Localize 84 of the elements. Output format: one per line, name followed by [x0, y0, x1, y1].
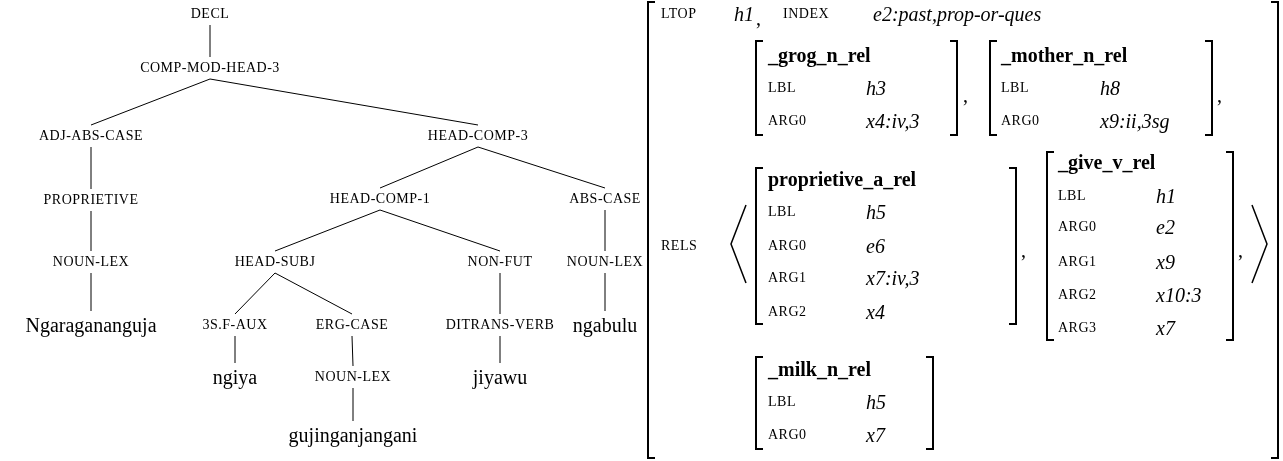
tree-branch — [274, 209, 381, 252]
feature-name: ARG1 — [1058, 255, 1097, 269]
category-label: NON-FUT — [467, 255, 533, 269]
tree-branch — [90, 272, 92, 312]
tree-branch — [234, 272, 276, 315]
word-label: ngabulu — [572, 315, 638, 335]
feature-value: x9:ii,3sg — [1100, 111, 1170, 131]
comma: , — [1238, 240, 1243, 260]
tree-branch — [209, 78, 479, 126]
category-label: HEAD-SUBJ — [234, 255, 316, 269]
feature-value: x7 — [1156, 318, 1175, 338]
feature-name: ARG0 — [768, 428, 807, 442]
tree-branch — [604, 272, 606, 312]
feature-name: ARG0 — [768, 114, 807, 128]
category-label: ABS-CASE — [569, 192, 641, 206]
feature-value: x4:iv,3 — [866, 111, 920, 131]
comma: , — [1021, 240, 1026, 260]
feature-name: ARG2 — [1058, 288, 1097, 302]
category-label: COMP-MOD-HEAD-3 — [140, 61, 280, 75]
feature-name: LBL — [768, 395, 796, 409]
feature-name: ARG0 — [1058, 220, 1097, 234]
feature-value: h5 — [866, 392, 886, 412]
comma: , — [963, 85, 968, 105]
relation-name: proprietive_a_rel — [768, 169, 917, 189]
tree-branch — [234, 335, 236, 364]
tree-branch — [209, 24, 211, 58]
feature-value: e2:past,prop-or-ques — [873, 4, 1042, 24]
tree-branch — [379, 209, 501, 252]
category-label: NOUN-LEX — [566, 255, 644, 269]
feature-name: ARG2 — [768, 305, 807, 319]
category-label: DECL — [190, 7, 230, 21]
tree-branch — [604, 209, 606, 252]
feature-value: h5 — [866, 202, 886, 222]
word-label: Ngaragananguja — [25, 315, 157, 335]
tree-branch — [351, 335, 354, 367]
relation-name: _milk_n_rel — [768, 359, 871, 379]
category-label: NOUN-LEX — [314, 370, 392, 384]
category-label: PROPRIETIVE — [43, 193, 139, 207]
tree-branch — [499, 272, 501, 315]
tree-branch — [477, 146, 606, 189]
tree-branch — [499, 335, 501, 364]
relation-name: _grog_n_rel — [768, 45, 871, 65]
feature-value: e6 — [866, 236, 885, 256]
feature-name: LTOP — [661, 7, 697, 21]
word-label: ngiya — [212, 367, 258, 387]
feature-name: ARG3 — [1058, 321, 1097, 335]
category-label: ERG-CASE — [315, 318, 389, 332]
comma: , — [756, 8, 761, 28]
tree-branch — [90, 210, 92, 252]
category-label: DITRANS-VERB — [445, 318, 555, 332]
tree-branch — [90, 146, 92, 190]
comma: , — [1217, 85, 1222, 105]
feature-name: INDEX — [783, 7, 830, 21]
category-label: ADJ-ABS-CASE — [39, 129, 143, 143]
feature-value: h1 — [1156, 186, 1176, 206]
feature-name: ARG0 — [768, 239, 807, 253]
feature-name: LBL — [1058, 189, 1086, 203]
feature-value: x10:3 — [1156, 285, 1202, 305]
word-label: gujinganjangani — [288, 425, 418, 445]
category-label: HEAD-COMP-1 — [329, 192, 431, 206]
feature-name: RELS — [661, 239, 698, 253]
tree-branch — [90, 78, 211, 126]
feature-value: x9 — [1156, 252, 1175, 272]
feature-name: ARG0 — [1001, 114, 1040, 128]
category-label: HEAD-COMP-3 — [427, 129, 529, 143]
feature-name: LBL — [1001, 81, 1029, 95]
feature-value: x4 — [866, 302, 885, 322]
feature-value: x7:iv,3 — [866, 268, 920, 288]
tree-branch — [352, 387, 354, 422]
tree-branch — [274, 272, 353, 315]
category-label: NOUN-LEX — [52, 255, 130, 269]
relation-name: _mother_n_rel — [1001, 45, 1128, 65]
tree-branch — [379, 146, 479, 189]
feature-value: x7 — [866, 425, 885, 445]
feature-name: LBL — [768, 205, 796, 219]
feature-value: h8 — [1100, 78, 1120, 98]
feature-value: h1 — [734, 4, 754, 24]
word-label: jiyawu — [472, 367, 528, 387]
relation-name: _give_v_rel — [1058, 152, 1156, 172]
feature-value: h3 — [866, 78, 886, 98]
feature-name: ARG1 — [768, 271, 807, 285]
feature-value: e2 — [1156, 217, 1175, 237]
category-label: 3S.F-AUX — [202, 318, 268, 332]
feature-name: LBL — [768, 81, 796, 95]
